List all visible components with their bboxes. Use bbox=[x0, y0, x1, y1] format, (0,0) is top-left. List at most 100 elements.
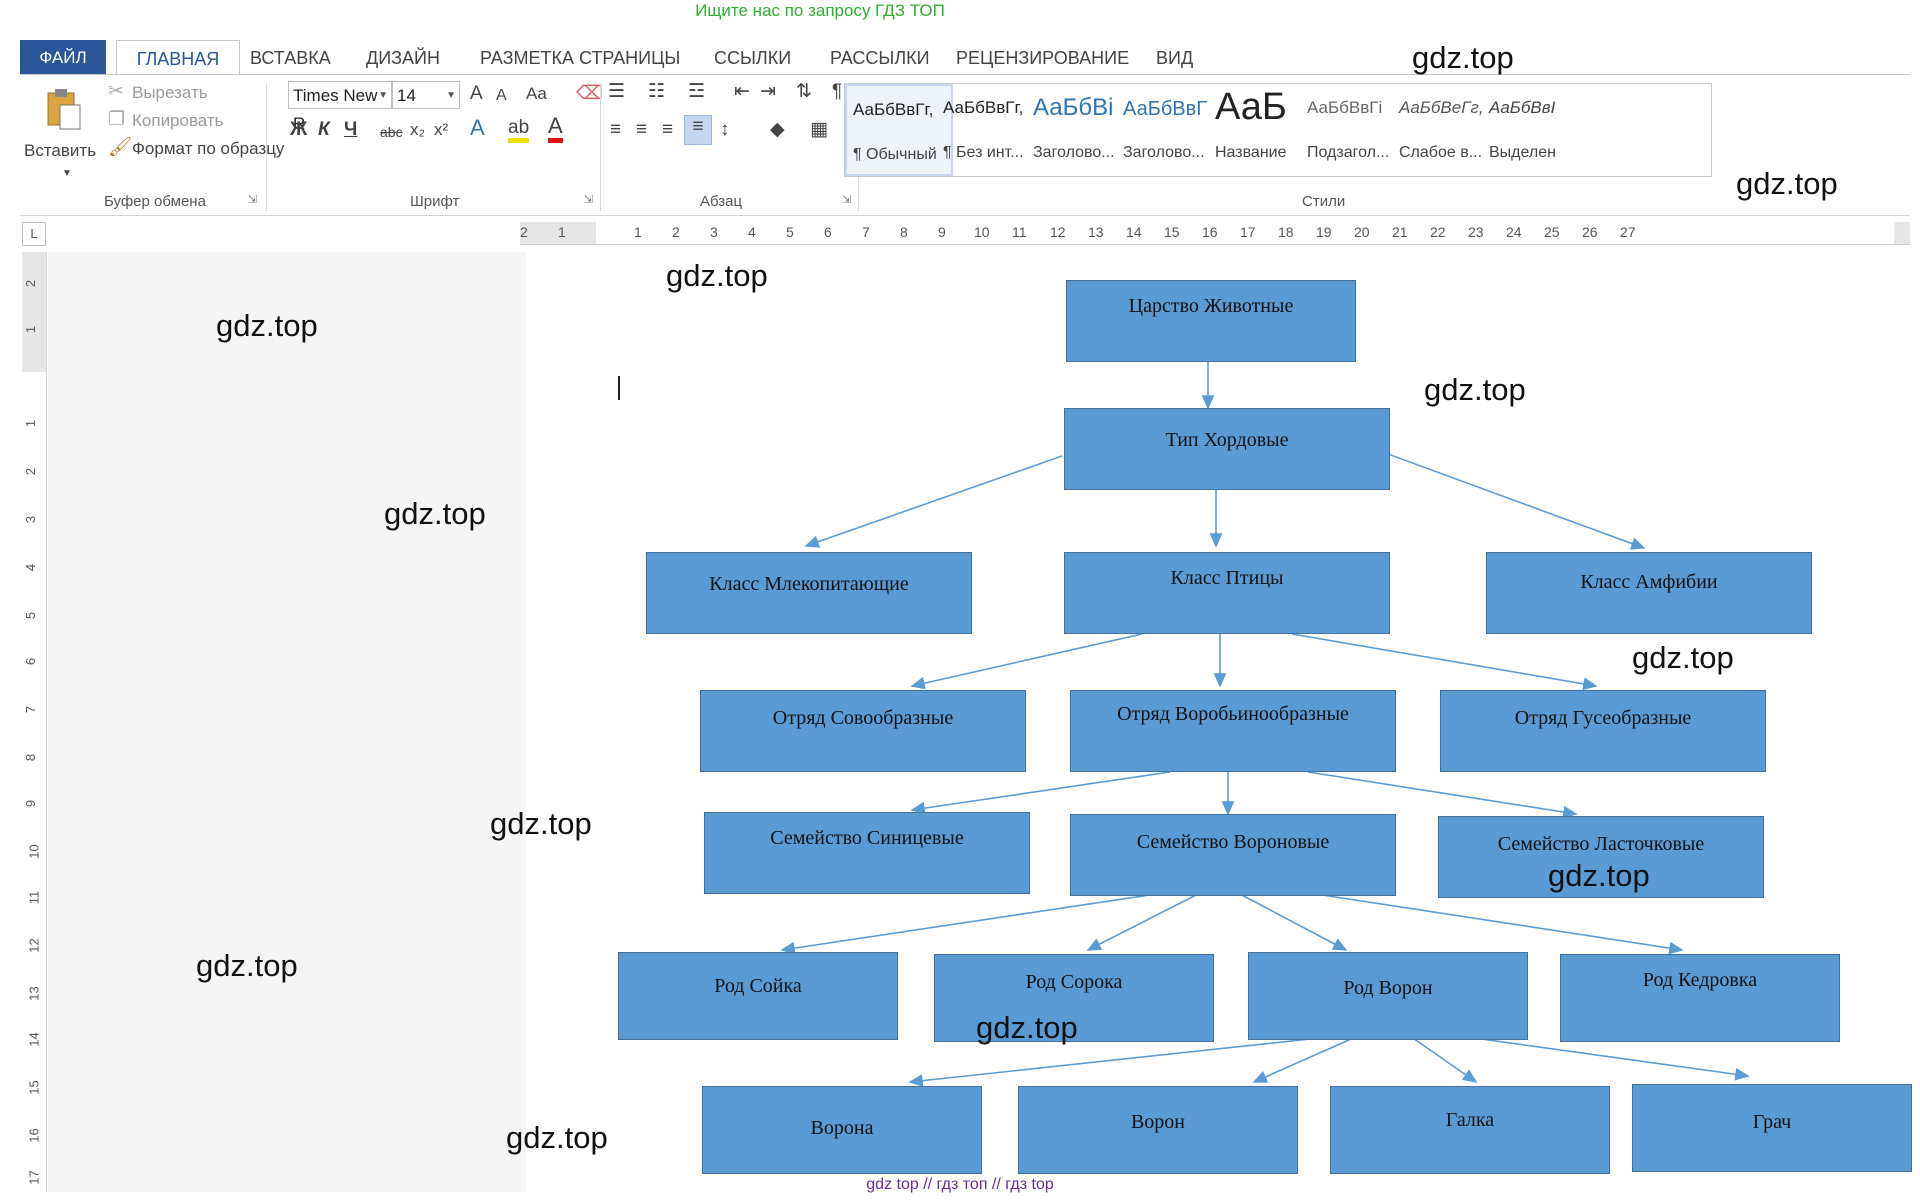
italic-button[interactable]: К bbox=[318, 119, 330, 140]
node-genus-nutcracker[interactable]: Род Кедровка bbox=[1560, 954, 1840, 1042]
change-case-icon[interactable]: Aa bbox=[526, 84, 547, 103]
ruler-number: 24 bbox=[1506, 224, 1522, 240]
underline-button[interactable]: Ч bbox=[344, 119, 358, 140]
shrink-font-icon[interactable]: A bbox=[496, 87, 507, 104]
horizontal-ruler[interactable]: 2 1 1 2 3 4 5 6 7 8 9 10 11 12 13 14 15 … bbox=[520, 222, 1910, 245]
node-class-mammals[interactable]: Класс Млекопитающие bbox=[646, 552, 972, 634]
node-genus-crows[interactable]: Род Ворон bbox=[1248, 952, 1528, 1040]
ruler-number: 10 bbox=[974, 224, 990, 240]
shading-icon[interactable]: ◆ bbox=[770, 119, 785, 140]
pilcrow-icon[interactable]: ¶ bbox=[832, 81, 843, 102]
node-species-jackdaw[interactable]: Галка bbox=[1330, 1086, 1610, 1174]
node-species-crow[interactable]: Ворона bbox=[702, 1086, 982, 1174]
ruler-number: 2 bbox=[520, 224, 528, 240]
vertical-ruler[interactable]: 2 1 1 2 3 4 5 6 7 8 9 10 11 12 13 14 15 … bbox=[22, 252, 47, 1192]
ruler-number: 2 bbox=[23, 467, 39, 476]
decrease-indent-icon[interactable]: ⇤ bbox=[734, 81, 750, 102]
paste-icon[interactable] bbox=[44, 87, 84, 131]
node-family-tits[interactable]: Семейство Синицевые bbox=[704, 812, 1030, 894]
style-title[interactable]: АаБ Название bbox=[1209, 84, 1317, 176]
node-family-swallows[interactable]: Семейство Ласточковые bbox=[1438, 816, 1764, 898]
node-species-rook[interactable]: Грач bbox=[1632, 1084, 1912, 1172]
style-emphasis[interactable]: АаБбВвІ Выделен bbox=[1483, 84, 1591, 176]
paste-dropdown-icon[interactable]: ▼ bbox=[62, 168, 72, 179]
subscript-button[interactable]: x₂ bbox=[410, 120, 426, 139]
style-subtle-emphasis[interactable]: АаБбВеГг, Слабое в... bbox=[1393, 84, 1501, 176]
footer-watermark: gdz top // гдз топ // гдз top bbox=[866, 1176, 1054, 1193]
align-right-icon[interactable]: ≡ bbox=[662, 119, 674, 140]
text-effects-icon[interactable]: A bbox=[470, 115, 485, 140]
node-label: Семейство Ласточковые bbox=[1497, 833, 1705, 855]
style-sample: АаБбВвГ bbox=[1123, 98, 1208, 120]
bold-button[interactable]: Ж bbox=[290, 119, 308, 140]
font-color-icon[interactable]: A bbox=[548, 113, 563, 143]
node-kingdom[interactable]: Царство Животные bbox=[1066, 280, 1356, 362]
highlight-icon[interactable]: ab bbox=[508, 117, 530, 143]
node-phylum[interactable]: Тип Хордовые bbox=[1064, 408, 1390, 490]
copy-icon[interactable]: ❐ bbox=[108, 109, 126, 130]
style-normal[interactable]: АаБбВвГг, ¶ Обычный bbox=[845, 84, 953, 176]
style-name: ¶ Без инт... bbox=[943, 144, 1024, 161]
increase-indent-icon[interactable]: ⇥ bbox=[760, 81, 776, 102]
grow-font-icon[interactable]: A bbox=[470, 83, 483, 104]
tab-layout[interactable]: РАЗМЕТКА СТРАНИЦЫ bbox=[480, 48, 681, 68]
tab-references[interactable]: ССЫЛКИ bbox=[714, 48, 792, 68]
watermark: gdz.top bbox=[1736, 166, 1838, 201]
cut-button[interactable]: Вырезать bbox=[132, 83, 208, 102]
borders-icon[interactable]: ▦ bbox=[810, 119, 828, 140]
justify-icon[interactable]: ≡ bbox=[684, 115, 712, 145]
style-subtitle[interactable]: АаБбВвГі Подзагол... bbox=[1301, 84, 1409, 176]
copy-button[interactable]: Копировать bbox=[132, 111, 224, 130]
align-center-icon[interactable]: ≡ bbox=[636, 119, 648, 140]
font-size-combo[interactable]: 14▼ bbox=[392, 81, 460, 109]
style-no-spacing[interactable]: АаБбВвГг, ¶ Без инт... bbox=[937, 84, 1045, 176]
node-class-birds[interactable]: Класс Птицы bbox=[1064, 552, 1390, 634]
launcher-icon[interactable]: ⇲ bbox=[248, 194, 258, 206]
font-name-combo[interactable]: Times New R▼ bbox=[288, 81, 392, 133]
format-painter-button[interactable]: Формат по образцу bbox=[132, 139, 285, 158]
style-heading-1[interactable]: АаБбВі Заголово... bbox=[1027, 84, 1135, 176]
ruler-number: 3 bbox=[710, 224, 718, 240]
line-spacing-icon[interactable]: ↕ bbox=[720, 119, 730, 140]
node-order-owls[interactable]: Отряд Совообразные bbox=[700, 690, 1026, 772]
bullets-icon[interactable]: ☰ bbox=[608, 81, 626, 102]
format-painter-icon[interactable]: 🖌 bbox=[108, 137, 133, 158]
style-sample: АаБбВвГг, bbox=[853, 100, 934, 119]
node-class-amphibians[interactable]: Класс Амфибии bbox=[1486, 552, 1812, 634]
tab-home[interactable]: ГЛАВНАЯ bbox=[116, 40, 240, 76]
styles-group-label: Стили bbox=[1302, 193, 1346, 210]
node-family-corvids[interactable]: Семейство Вороновые bbox=[1070, 814, 1396, 896]
clear-format-icon[interactable]: ⌫ bbox=[576, 83, 603, 104]
sort-icon[interactable]: ⇅ bbox=[796, 81, 812, 102]
tab-selector[interactable]: L bbox=[22, 222, 46, 246]
launcher-icon[interactable]: ⇲ bbox=[842, 194, 852, 206]
tab-file[interactable]: ФАЙЛ bbox=[20, 40, 106, 74]
node-genus-jay[interactable]: Род Сойка bbox=[618, 952, 898, 1040]
watermark: gdz.top bbox=[216, 308, 318, 343]
node-order-geese[interactable]: Отряд Гусеобразные bbox=[1440, 690, 1766, 772]
ruler-margin bbox=[22, 252, 46, 372]
node-genus-magpie[interactable]: Род Сорока bbox=[934, 954, 1214, 1042]
node-order-passerines[interactable]: Отряд Воробьинообразные bbox=[1070, 690, 1396, 772]
tab-view[interactable]: ВИД bbox=[1156, 48, 1194, 68]
tab-review[interactable]: РЕЦЕНЗИРОВАНИЕ bbox=[956, 48, 1130, 68]
tab-insert[interactable]: ВСТАВКА bbox=[250, 48, 331, 68]
paragraph-group-label: Абзац bbox=[700, 193, 743, 210]
numbering-icon[interactable]: ☷ bbox=[648, 81, 666, 102]
align-left-icon[interactable]: ≡ bbox=[610, 119, 622, 140]
scissors-icon[interactable]: ✂ bbox=[108, 81, 124, 102]
multilevel-list-icon[interactable]: ☲ bbox=[688, 81, 706, 102]
ruler-number: 13 bbox=[1088, 224, 1104, 240]
tab-design[interactable]: ДИЗАЙН bbox=[366, 48, 440, 68]
superscript-button[interactable]: x² bbox=[434, 120, 449, 139]
strikethrough-button[interactable]: abc bbox=[380, 124, 403, 140]
style-heading-2[interactable]: АаБбВвГ Заголово... bbox=[1117, 84, 1225, 176]
ruler-number: 4 bbox=[23, 563, 39, 572]
tab-mailings[interactable]: РАССЫЛКИ bbox=[830, 48, 930, 68]
style-name: Заголово... bbox=[1123, 144, 1205, 161]
ruler-number: 9 bbox=[938, 224, 946, 240]
style-sample: АаБбВвГг, bbox=[943, 98, 1024, 117]
node-species-raven[interactable]: Ворон bbox=[1018, 1086, 1298, 1174]
paste-button[interactable]: Вставить bbox=[24, 141, 97, 160]
launcher-icon[interactable]: ⇲ bbox=[584, 194, 594, 206]
